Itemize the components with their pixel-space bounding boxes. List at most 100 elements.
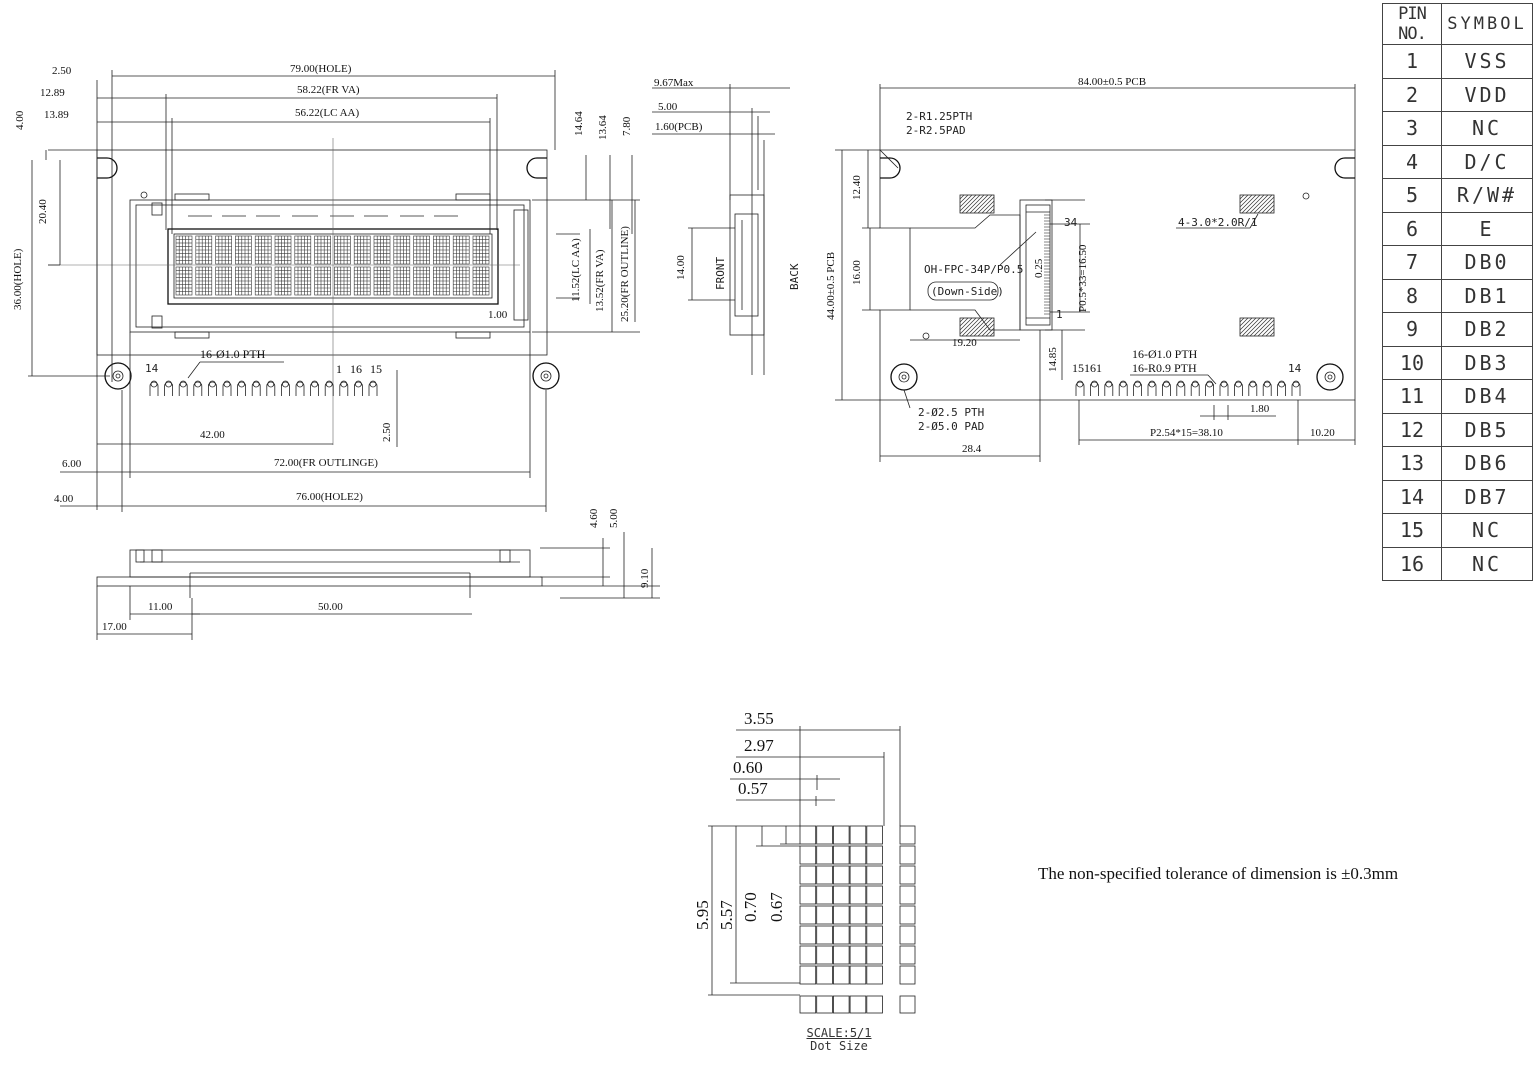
pin-number: 3 <box>1382 111 1442 146</box>
scale-text: SCALE:5/1 <box>806 1026 872 1040</box>
dot-cell <box>833 865 850 885</box>
dot-cell-next <box>899 845 916 865</box>
pin-number: 5 <box>1382 178 1442 213</box>
dot-cell-next <box>899 965 916 985</box>
pth-label-back: 16-Ø1.0 PTH <box>1132 347 1198 361</box>
dot-cell <box>849 845 867 865</box>
dot-cell <box>866 865 883 885</box>
front-label: FRONT <box>714 257 727 290</box>
dot-h-5-57: 5.57 <box>717 900 736 930</box>
pin-symbol: DB2 <box>1441 312 1533 347</box>
char-cell <box>314 266 331 296</box>
dot-cell <box>833 945 850 965</box>
dot-cell <box>799 885 817 905</box>
dot-cell <box>799 865 817 885</box>
fpc-label: OH-FPC-34P/P0.5 <box>924 263 1023 276</box>
pin-pad <box>310 380 319 396</box>
pin-pad <box>1133 380 1142 396</box>
dim-1-80: 1.80 <box>1250 403 1270 415</box>
pin-label-14: 14 <box>145 362 159 375</box>
pin-symbol: DB1 <box>1441 278 1533 313</box>
dim-pcb-thickness: 1.60(PCB) <box>655 121 703 133</box>
dot-cell-row-next <box>799 995 817 1014</box>
dot-cell <box>866 885 883 905</box>
half-hole-pth: 2-R1.25PTH <box>906 110 972 123</box>
pin-symbol: NC <box>1441 513 1533 548</box>
pin-number: 2 <box>1382 77 1442 112</box>
pin-number: 15 <box>1382 513 1442 548</box>
dim-top-4-00: 4.00 <box>14 110 26 130</box>
pin-pad <box>1118 380 1128 396</box>
hatched-pad <box>959 194 995 214</box>
pin-pad <box>354 380 363 396</box>
r09-label: 16-R0.9 PTH <box>1132 361 1197 375</box>
half-hole-pad: 2-R2.5PAD <box>906 124 966 137</box>
dot-cell-next <box>899 865 916 885</box>
dot-cell <box>816 865 833 885</box>
pin-pad <box>1190 380 1200 396</box>
pin-symbol: DB3 <box>1441 345 1533 380</box>
pin-symbol: E <box>1441 211 1533 246</box>
char-cell <box>413 235 430 265</box>
dot-cell-next <box>899 945 916 965</box>
mount-pth: 2-Ø2.5 PTH <box>918 406 984 419</box>
dot-cell <box>833 845 850 865</box>
dot-cell <box>799 905 817 925</box>
dim-left-12-89: 12.89 <box>40 87 65 99</box>
dot-cell <box>799 845 817 865</box>
dot-cell-row-next <box>816 995 833 1014</box>
hatched-pad <box>1239 317 1275 337</box>
char-cell <box>274 235 292 265</box>
char-cell <box>393 266 411 296</box>
header-pin-no: PIN NO. <box>1382 3 1442 45</box>
dim-20-40: 20.40 <box>37 199 49 224</box>
char-cell <box>195 266 213 296</box>
pin-number: 9 <box>1382 312 1442 347</box>
dim-2-50-pins: 2.50 <box>381 422 393 442</box>
dot-cell-row-next <box>849 995 867 1014</box>
dim-4-00-bottom: 4.00 <box>54 493 74 505</box>
char-cell <box>195 235 213 265</box>
fpc-pin-34: 34 <box>1064 216 1078 229</box>
character-grid <box>175 235 490 296</box>
dot-cell <box>799 945 817 965</box>
back-view: 84.00±0.5 PCB 2-R1.25PTH 2-R2.5PAD 12.40… <box>825 76 1356 462</box>
dim-1-00: 1.00 <box>488 309 508 321</box>
fpc-down-side: (Down-Side) <box>931 285 1004 298</box>
dim-fr-va: 58.22(FR VA) <box>297 84 360 96</box>
fpc-pins <box>1044 214 1050 315</box>
pin-pad <box>1090 380 1099 396</box>
pin-pad <box>266 380 276 396</box>
dot-cell <box>866 965 883 985</box>
pin-label-15: 15 <box>370 362 382 376</box>
pin-pad <box>1205 380 1214 396</box>
char-cell <box>373 266 391 296</box>
dot-cell <box>866 905 883 925</box>
pin-pad <box>368 380 378 396</box>
dim-6-00: 6.00 <box>62 458 82 470</box>
pin-number: 16 <box>1382 546 1442 581</box>
dim-left-13-89: 13.89 <box>44 109 69 121</box>
pin-pad <box>1248 380 1258 396</box>
char-cell <box>433 266 450 296</box>
pin-symbol: DB4 <box>1441 379 1533 414</box>
pin-number: 11 <box>1382 379 1442 414</box>
dim-fr-outline-height: 25.20(FR OUTLINE) <box>619 226 631 322</box>
dot-cell <box>849 945 867 965</box>
dim-side-14-00: 14.00 <box>675 255 687 280</box>
char-cell <box>215 235 232 265</box>
dim-hole-width: 79.00(HOLE) <box>290 63 352 75</box>
pins-left-label: 15161 <box>1072 361 1102 375</box>
pin-pad <box>237 380 246 396</box>
dot-cell <box>833 965 850 985</box>
dot-cell <box>866 925 883 945</box>
dim-14-64: 14.64 <box>573 111 585 136</box>
dim-pin-pitch: P2.54*15=38.10 <box>1150 427 1223 439</box>
dim-50-00: 50.00 <box>318 601 343 613</box>
